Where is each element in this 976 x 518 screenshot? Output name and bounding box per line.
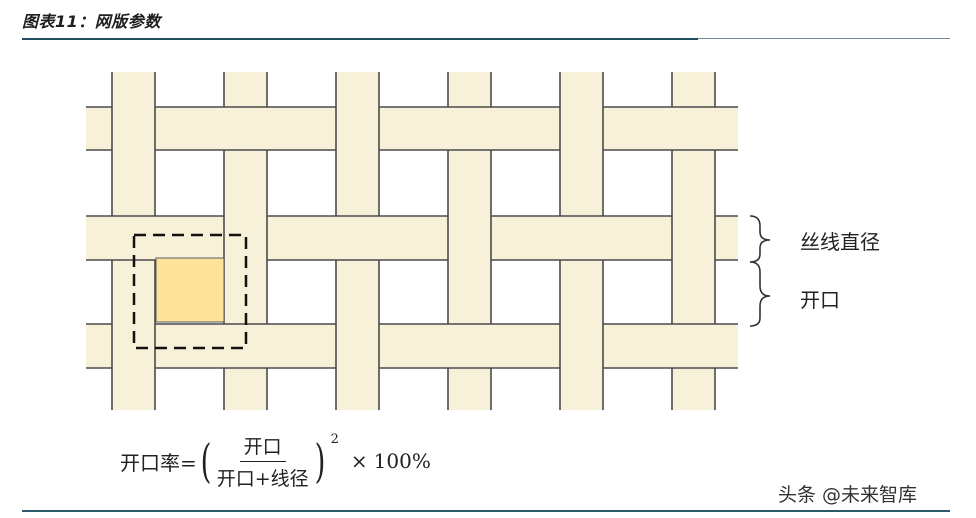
left-paren: ( bbox=[200, 434, 212, 488]
brace-opening bbox=[749, 261, 771, 327]
crossing-vertical-over bbox=[561, 325, 602, 367]
formula-denominator: 开口+线径 bbox=[216, 467, 309, 490]
crossing-horizontal-over bbox=[449, 108, 490, 149]
title-rule-extension bbox=[698, 38, 950, 39]
bottom-rule bbox=[22, 510, 950, 512]
crossing-vertical-over bbox=[673, 217, 714, 259]
formula-lhs: 开口率= bbox=[120, 450, 197, 475]
horizontal-thread-3 bbox=[86, 324, 738, 368]
crossing-vertical-over bbox=[337, 325, 378, 367]
formula-fraction: 开口 开口+线径 bbox=[217, 432, 309, 491]
right-paren: ) bbox=[314, 434, 326, 488]
crossing-horizontal-over bbox=[673, 325, 714, 367]
crossing-vertical-over bbox=[561, 108, 602, 149]
opening-label: 开口 bbox=[800, 288, 840, 312]
figure-title: 图表11：网版参数 bbox=[22, 12, 161, 31]
crossing-horizontal-over bbox=[337, 217, 378, 259]
formula-numerator: 开口 bbox=[239, 432, 286, 462]
formula-exponent: 2 bbox=[330, 432, 339, 447]
crossing-vertical-over bbox=[113, 108, 154, 149]
crossing-horizontal-over bbox=[225, 325, 266, 367]
crossing-vertical-over bbox=[449, 217, 490, 259]
times-sign: × bbox=[350, 449, 368, 473]
watermark: 头条 @未来智库 bbox=[778, 484, 918, 506]
formula-factor: 100% bbox=[373, 449, 431, 473]
wire-diameter-label: 丝线直径 bbox=[800, 230, 880, 254]
horizontal-thread-1 bbox=[86, 107, 738, 150]
crossing-horizontal-over bbox=[561, 217, 602, 259]
crossing-horizontal-over bbox=[673, 108, 714, 149]
crossing-horizontal-over bbox=[449, 325, 490, 367]
brace-wire-diameter bbox=[749, 215, 771, 263]
opening-cell bbox=[155, 257, 225, 323]
opening-ratio-formula: 开口率= ( 开口 开口+线径 ) 2 × 100% bbox=[120, 426, 431, 496]
crossing-horizontal-over bbox=[225, 108, 266, 149]
horizontal-thread-2 bbox=[86, 216, 738, 260]
title-rule bbox=[22, 38, 698, 40]
crossing-vertical-over bbox=[337, 108, 378, 149]
